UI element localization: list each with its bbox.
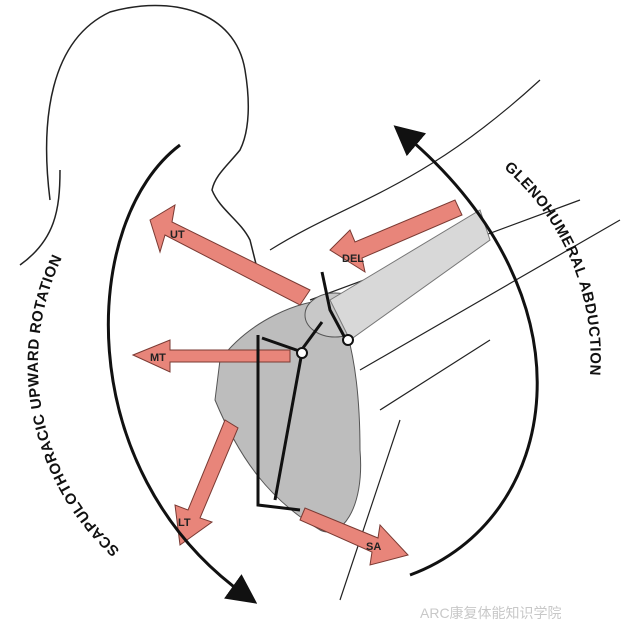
watermark: ARC康复体能知识学院 [420, 605, 562, 621]
axis-point [296, 347, 308, 359]
glenohumeral-label: GLENOHUMERAL ABDUCTION [501, 158, 603, 376]
arrow-lt [174, 419, 239, 546]
axis-point [342, 334, 354, 346]
neck-outline [19, 169, 61, 266]
scapulothoracic-arc-arrow [106, 143, 258, 604]
arrow-ut [149, 204, 311, 306]
lever-lines [256, 271, 347, 512]
label-sa: SA [366, 541, 381, 553]
label-lt: LT [178, 517, 191, 529]
humerus [329, 209, 491, 341]
label-ut: UT [170, 229, 185, 241]
arrow-mt [131, 339, 291, 373]
label-del: DEL [342, 253, 364, 265]
arrow-del [329, 199, 463, 274]
head-outline [45, 4, 261, 281]
arrow-sa [299, 507, 409, 566]
glenohumeral-arc-arrow [393, 125, 539, 577]
label-mt: MT [150, 352, 166, 364]
